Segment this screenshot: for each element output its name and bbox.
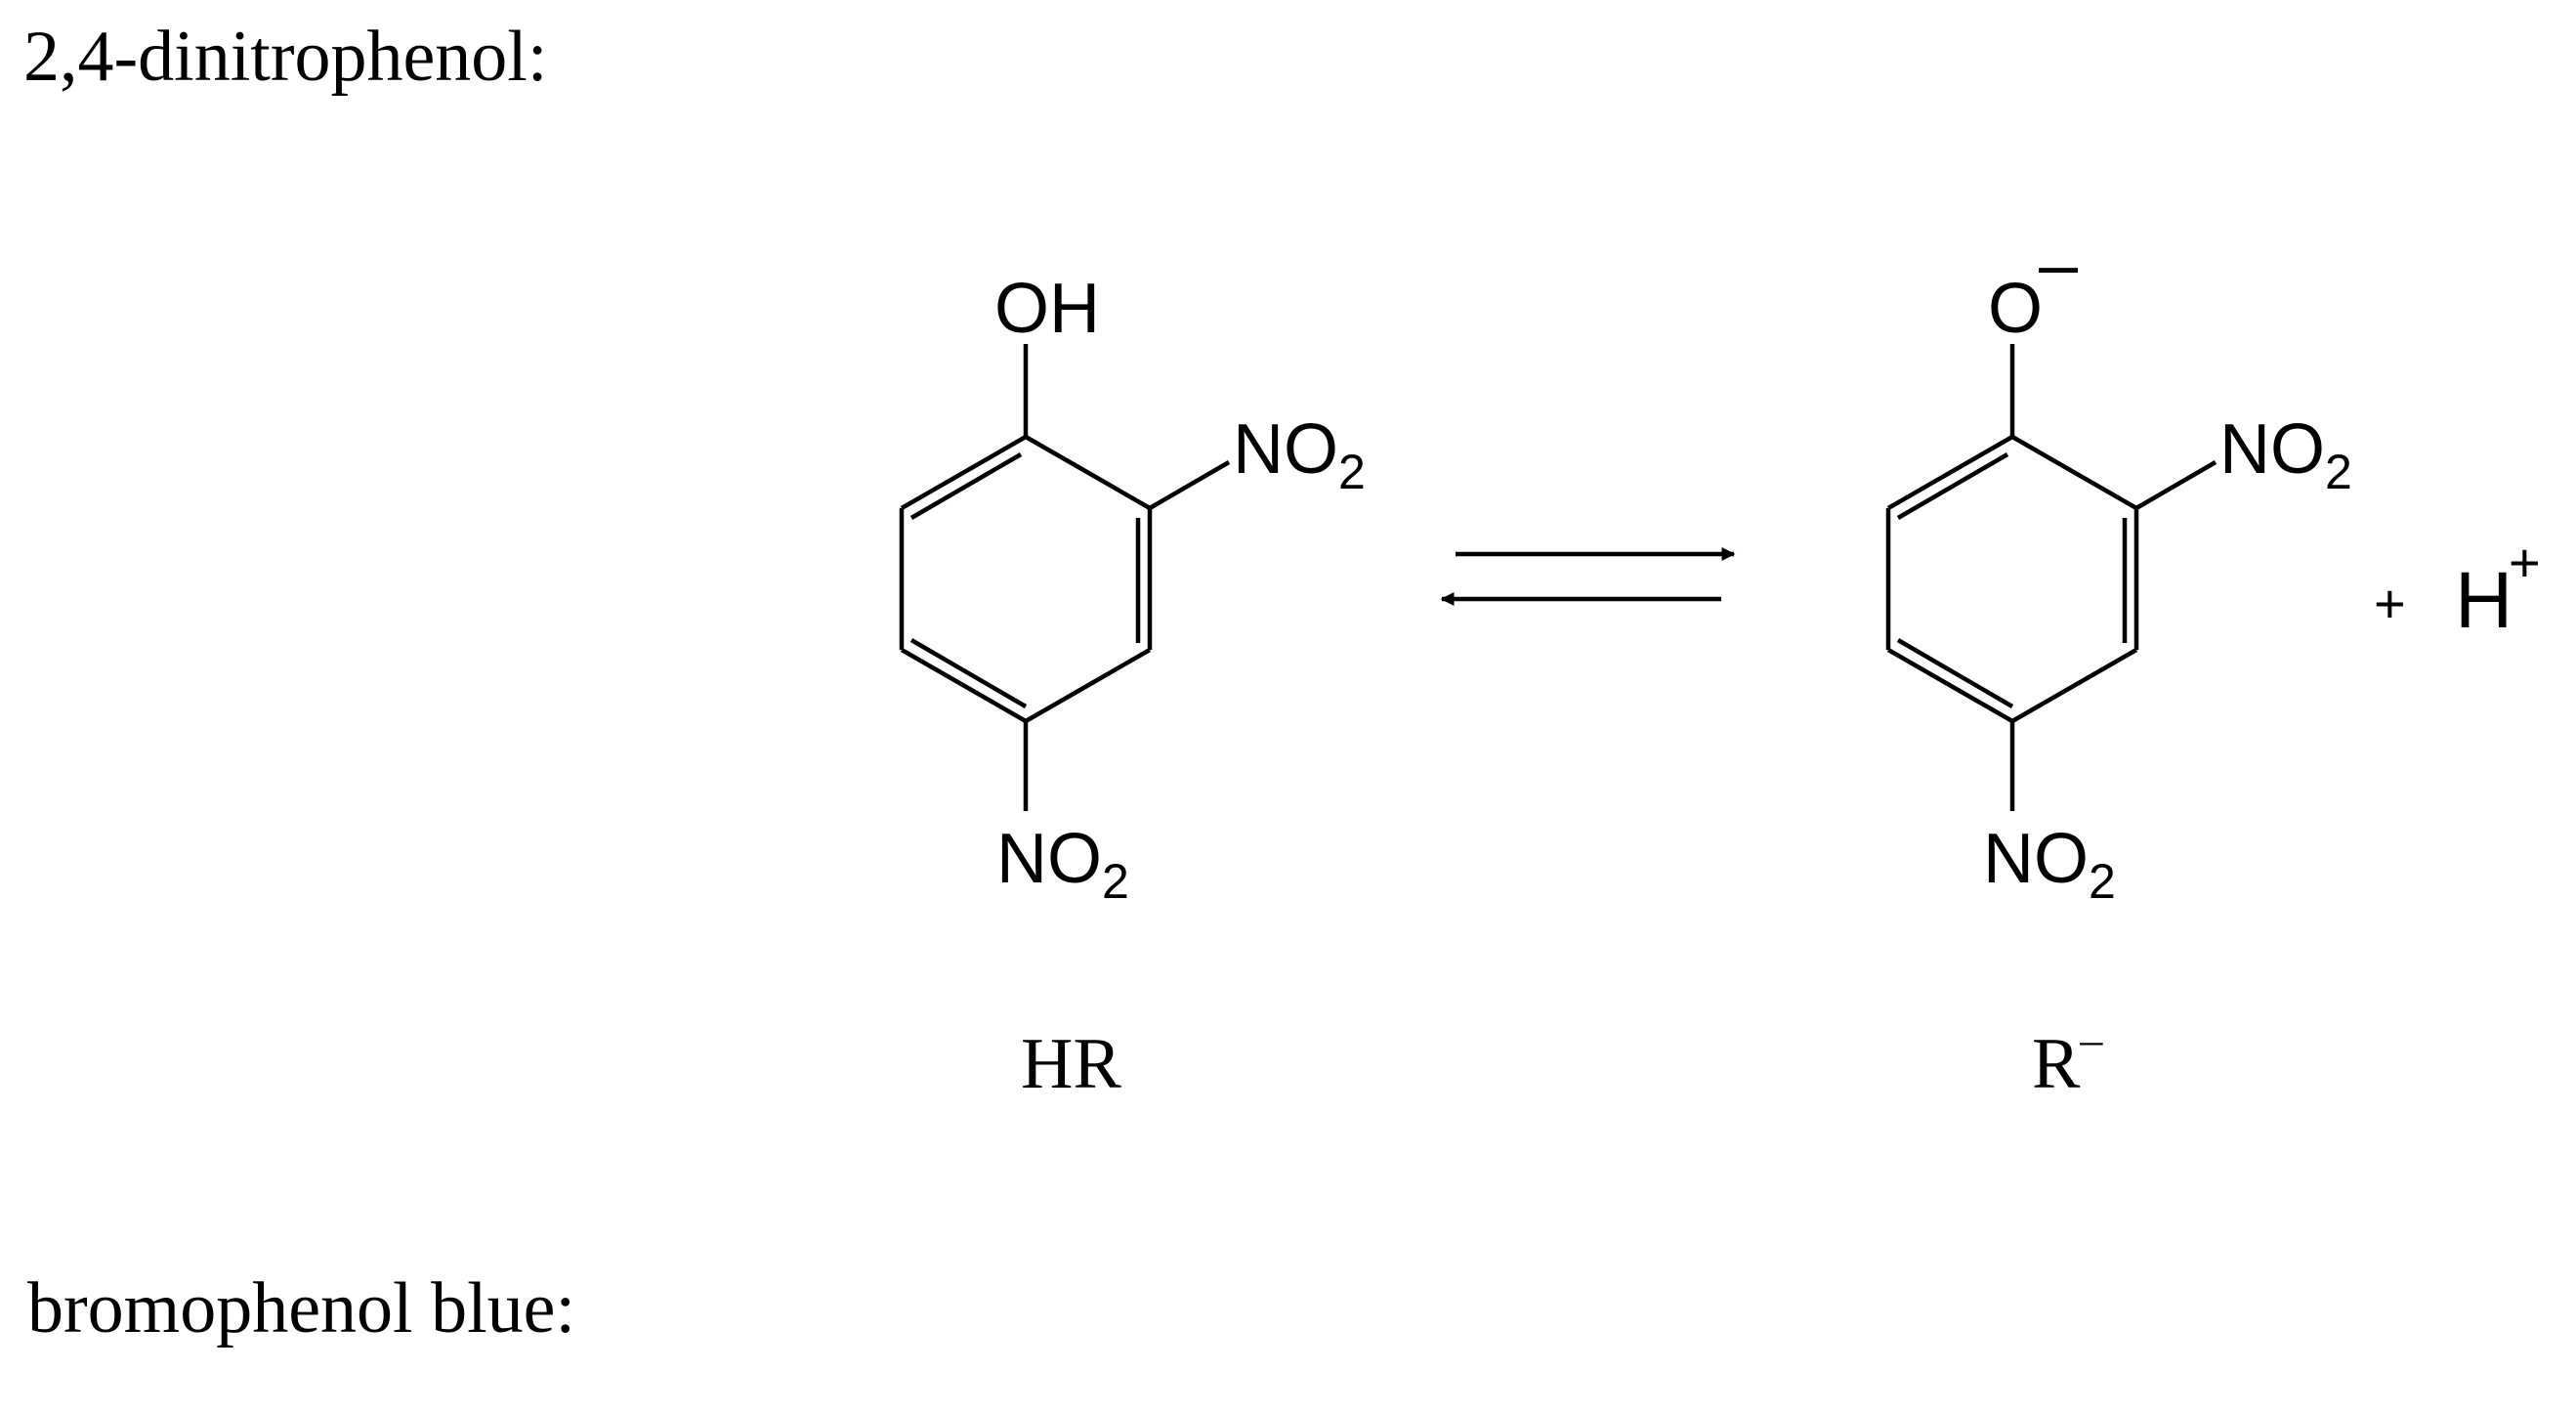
- ring-bond: [1024, 435, 1152, 510]
- reactant-benzene-ring: [899, 435, 1153, 723]
- hydroxyl-group-label: OH: [994, 270, 1100, 348]
- ring-double-bond-inner: [1896, 638, 2014, 708]
- product-ortho-nitro-label: NO2: [2219, 410, 2352, 499]
- hydrogen-ion-charge: +: [2509, 532, 2541, 593]
- equilibrium-arrows: [1440, 547, 1736, 606]
- ring-double-bond-inner: [909, 452, 1023, 520]
- reactant-para-nitro-label: NO2: [996, 820, 1129, 909]
- bond-c-no2-ortho: [1148, 460, 1231, 510]
- ring-bond: [900, 648, 1028, 723]
- compound-label-r-minus: R–: [2032, 1014, 2103, 1104]
- hydrogen-ion-label: H: [2455, 556, 2513, 645]
- phenoxide-charge-label: –: [2039, 226, 2079, 304]
- section-heading-bromophenol-blue: bromophenol blue:: [27, 1268, 576, 1349]
- ring-double-bond-inner: [1896, 452, 2009, 520]
- plus-sign: +: [2374, 573, 2406, 634]
- compound-label-hr: HR: [1021, 1024, 1121, 1104]
- ring-bond: [900, 435, 1028, 510]
- product-benzene-ring: [1885, 435, 2139, 723]
- ring-double-bond-inner: [909, 638, 1028, 708]
- product-para-nitro-label: NO2: [1983, 820, 2116, 909]
- ring-bond: [1886, 648, 2014, 723]
- ring-bond: [2010, 435, 2138, 510]
- ring-bond: [1024, 648, 1152, 723]
- reactant-ortho-nitro-label: NO2: [1233, 410, 1366, 499]
- ring-bond: [2010, 648, 2138, 723]
- ring-bond: [1886, 435, 2014, 510]
- bond-c-no2-ortho: [2134, 460, 2217, 510]
- reactant-structure-hr: OH NO2 NO2 HR: [899, 270, 1366, 1104]
- hydrogen-ion-byproduct: + H +: [2374, 532, 2541, 645]
- section-heading-2-4-dinitrophenol: 2,4-dinitrophenol:: [23, 17, 548, 97]
- product-structure-r-minus: O – NO2 NO2 R–: [1885, 226, 2352, 1104]
- phenoxide-oxygen-label: O: [1988, 270, 2043, 348]
